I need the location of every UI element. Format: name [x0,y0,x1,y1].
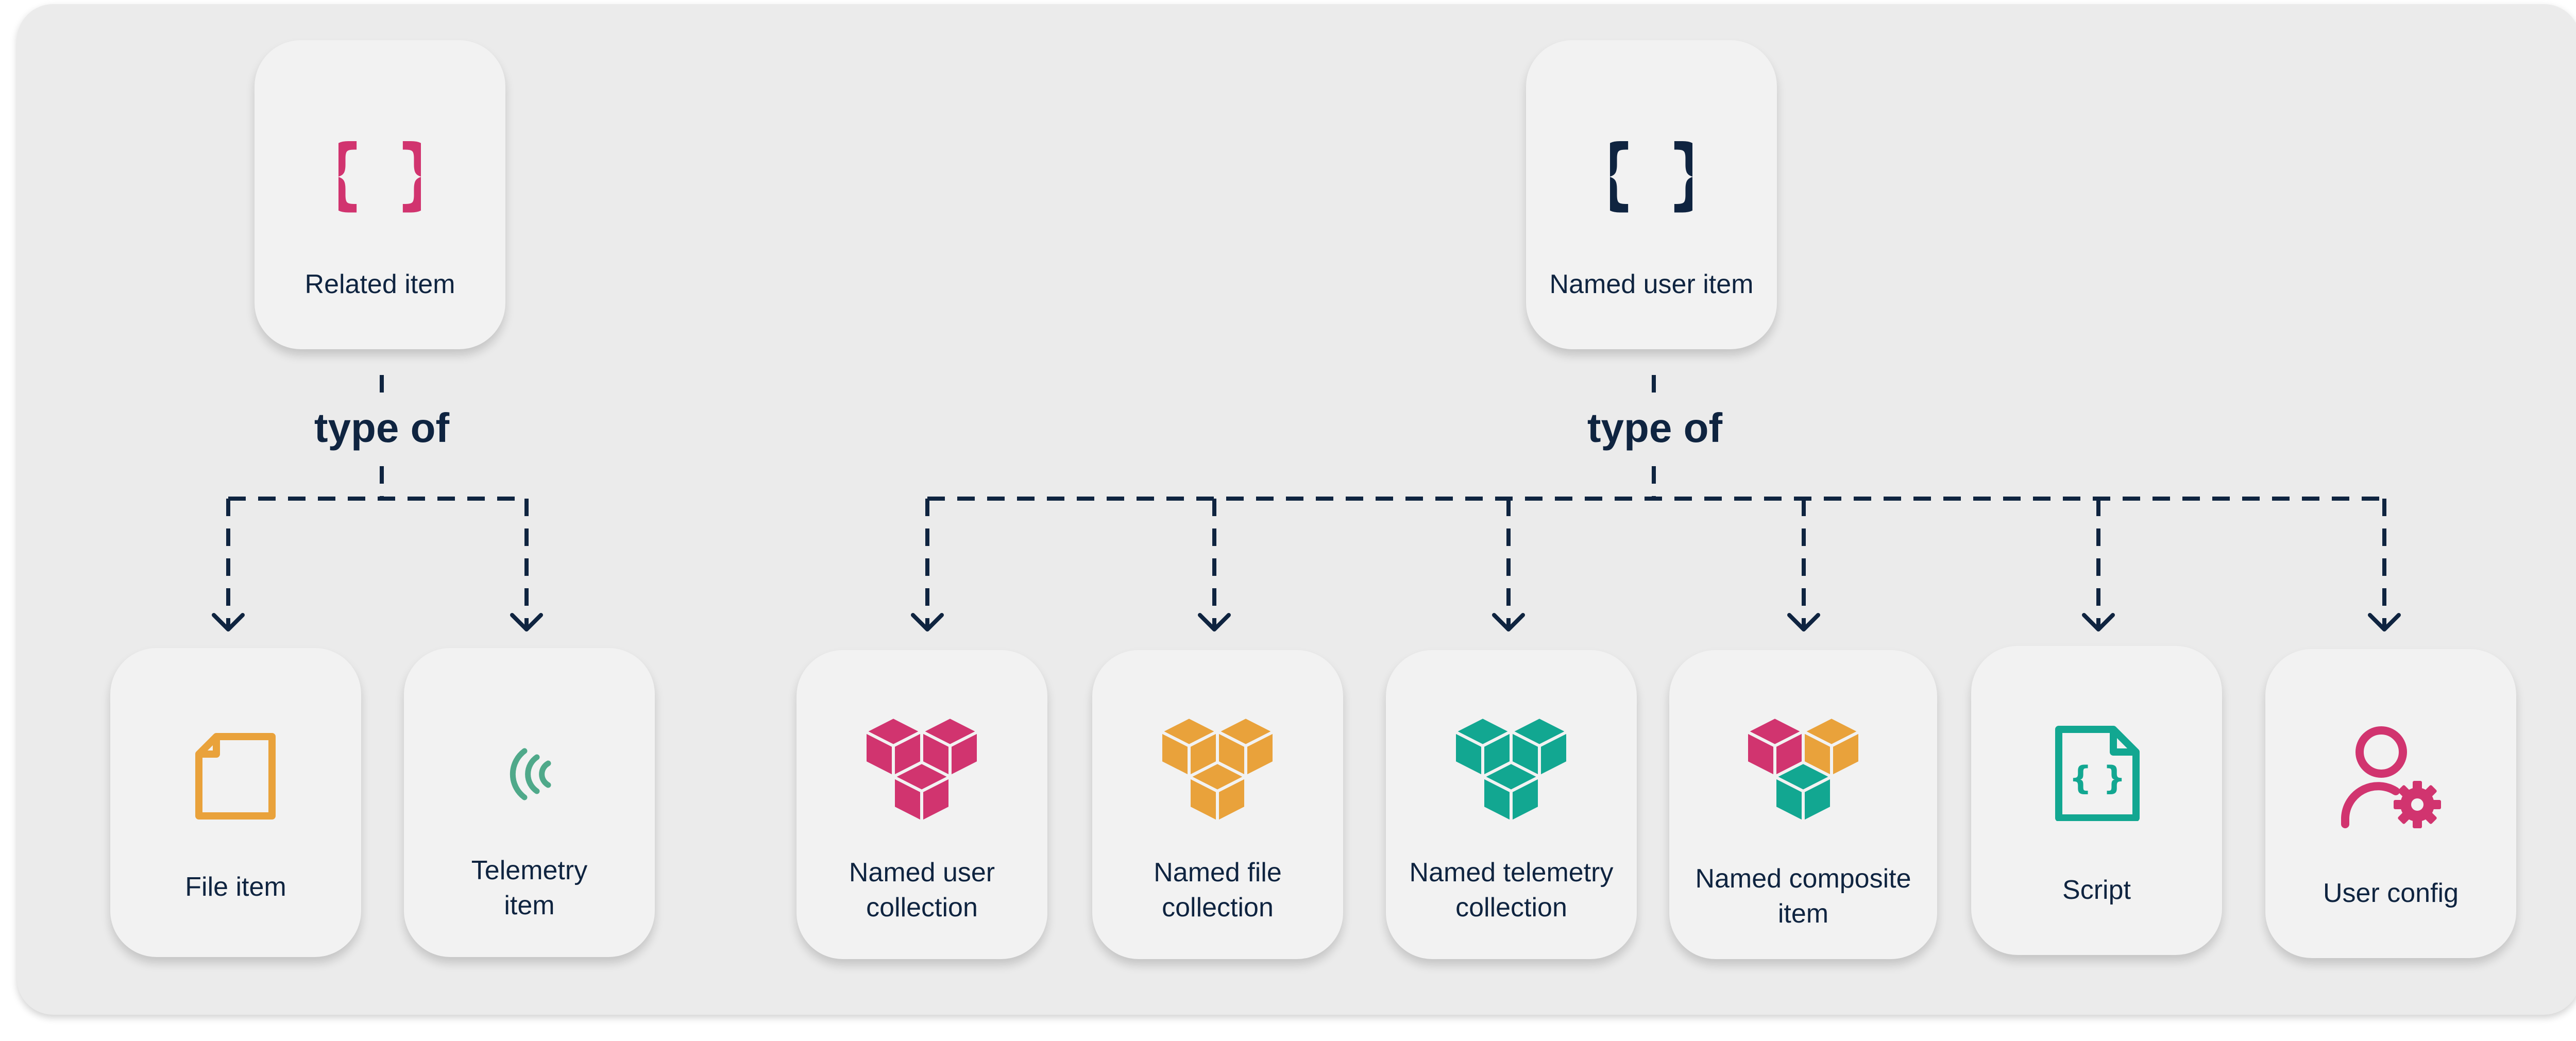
card-user-config: User config [2265,649,2516,958]
telemetry-signal-icon [510,748,551,800]
card-label-line-2: item [1777,899,1829,929]
type-of-label-named-user: type of [1587,405,1723,451]
user-config-icon [2341,726,2441,828]
file-icon [195,733,276,820]
card-related-item: { } Related item [255,40,505,349]
card-label-line-1: Telemetry [471,856,588,885]
arrowhead [1198,613,1231,632]
card-label-line-1: Named file [1154,858,1282,888]
arrowhead [510,613,543,632]
card-label-line-1: Named composite [1695,864,1911,894]
card-file-item: File item [110,648,361,957]
card-named-user-collection: Named user collection [796,650,1047,959]
curly-braces-icon: { } [338,133,421,215]
arrowhead [1492,613,1525,632]
cubes-icon [865,717,978,824]
card-named-user-item: { } Named user item [1526,40,1777,349]
card-telemetry-item: Telemetry item [404,648,655,957]
card-named-telemetry-collection: Named telemetry collection [1386,650,1637,959]
card-label-line-1: Named user [849,858,995,888]
cubes-icon [1454,717,1568,824]
svg-text:{ }: { } [1610,133,1692,215]
card-label: Script [2062,875,2131,905]
card-label: User config [2323,878,2459,908]
card-label-line-2: collection [866,893,978,923]
type-of-label-related: type of [314,405,450,451]
arrowhead [1787,613,1820,632]
arrowhead [2082,613,2115,632]
card-label: File item [185,872,286,902]
svg-text:{ }: { } [338,133,421,215]
card-label-line-2: collection [1455,893,1567,923]
svg-text:{ }: { } [2069,759,2126,797]
card-script: { } Script [1971,646,2222,955]
arrowhead [212,613,245,632]
card-label-line-2: collection [1162,893,1274,923]
curly-braces-icon: { } [1610,133,1692,215]
card-named-composite-item: Named composite item [1669,650,1937,959]
cubes-icon [1161,717,1274,824]
card-named-file-collection: Named file collection [1092,650,1343,959]
card-label-line-2: item [504,891,555,920]
script-file-icon: { } [2055,726,2140,821]
composite-cubes-icon [1747,717,1860,824]
arrowhead [911,613,944,632]
card-label: Named user item [1549,269,1754,299]
arrowhead [2368,613,2401,632]
card-label-line-1: Named telemetry [1409,858,1614,888]
card-label: Related item [304,269,455,299]
